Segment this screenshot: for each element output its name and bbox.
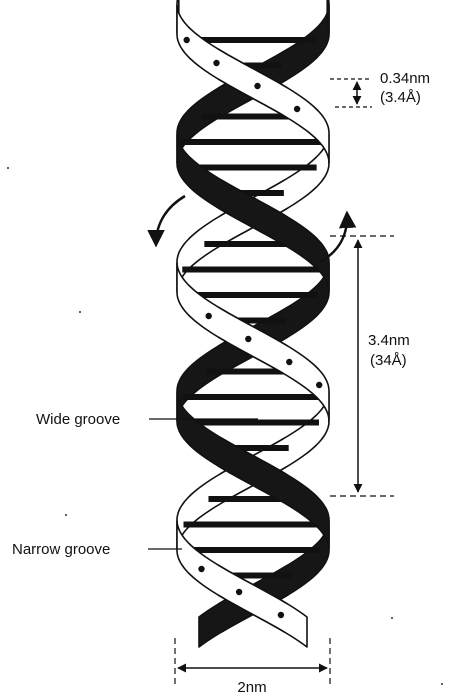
phosphate-dot bbox=[286, 359, 292, 365]
speck bbox=[441, 683, 443, 685]
helix-pitch-label: 3.4nm bbox=[368, 332, 410, 349]
speck bbox=[7, 167, 9, 169]
phosphate-dot bbox=[254, 83, 260, 89]
speck bbox=[79, 311, 81, 313]
speck bbox=[391, 617, 393, 619]
phosphate-dot bbox=[294, 106, 300, 112]
phosphate-dot bbox=[184, 37, 190, 43]
strand-dark-front bbox=[327, 0, 329, 33]
helix-pitch-angstrom-label: (34Å) bbox=[370, 352, 407, 369]
helix-width-label: 2nm bbox=[237, 679, 266, 696]
phosphate-dot bbox=[245, 336, 251, 342]
wide-groove-label: Wide groove bbox=[36, 411, 120, 428]
phosphate-dot bbox=[236, 589, 242, 595]
phosphate-dot bbox=[316, 382, 322, 388]
narrow-groove-label: Narrow groove bbox=[12, 541, 110, 558]
base-pair-spacing-dimension bbox=[330, 79, 372, 107]
phosphate-dot bbox=[213, 60, 219, 66]
phosphate-dot bbox=[278, 612, 284, 618]
phosphate-dot bbox=[198, 566, 204, 572]
phosphate-dot bbox=[206, 313, 212, 319]
base-pair-spacing-angstrom-label: (3.4Å) bbox=[380, 89, 421, 106]
speck bbox=[65, 514, 67, 516]
base-pair-spacing-label: 0.34nm bbox=[380, 70, 430, 87]
rotation-arrow-left-icon bbox=[156, 196, 185, 244]
